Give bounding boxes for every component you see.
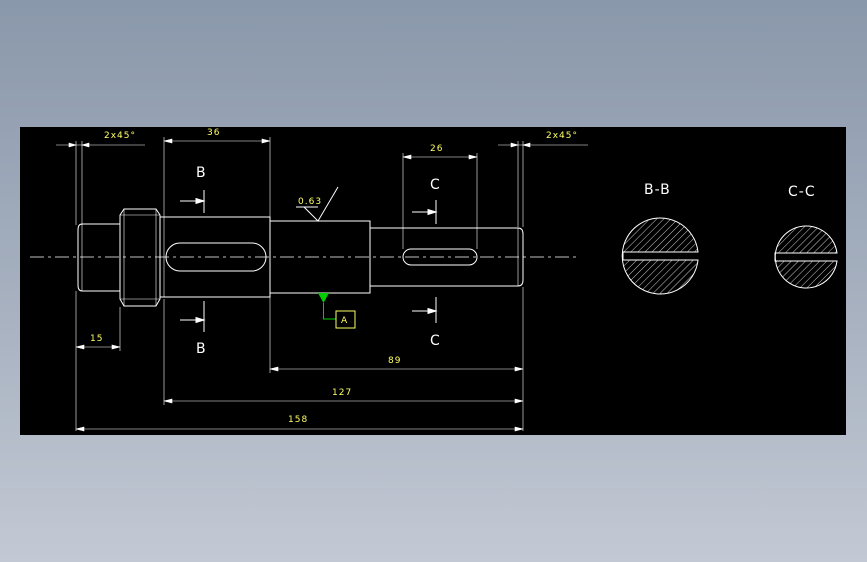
roughness-symbol [296,186,339,222]
dim-15: 15 [90,334,103,344]
dim-26: 26 [430,144,443,154]
dim-chamfer-left: 2x45° [104,131,136,141]
section-mark-b-bottom: B [196,341,206,357]
shaft-drawing: 2x45° 36 26 2x45° 15 89 127 158 B B C C … [30,128,838,432]
section-title-bb: B-B [644,182,671,198]
section-mark-c-bottom: C [430,333,440,349]
datum-symbol [318,293,356,329]
dim-chamfer-right: 2x45° [546,131,578,141]
section-cut-b [180,190,206,332]
dim-89: 89 [388,356,401,366]
section-cut-c [412,200,438,323]
keyway-b [165,242,267,272]
dim-127: 127 [332,388,352,398]
drawing-canvas: 2x45° 36 26 2x45° 15 89 127 158 B B C C … [20,127,846,435]
roughness-value: 0.63 [298,197,322,207]
dim-158: 158 [288,415,308,425]
section-mark-c-top: C [430,177,440,193]
section-mark-b-top: B [196,165,206,181]
dimension-lines [56,138,588,432]
dim-36: 36 [207,128,220,138]
section-title-cc: C-C [788,184,816,200]
extension-lines [75,137,524,431]
datum-label: A [341,316,348,326]
section-view-cc [774,225,838,289]
keyway-c [402,248,478,266]
shaft-outline [77,208,524,307]
section-view-bb [621,217,699,295]
